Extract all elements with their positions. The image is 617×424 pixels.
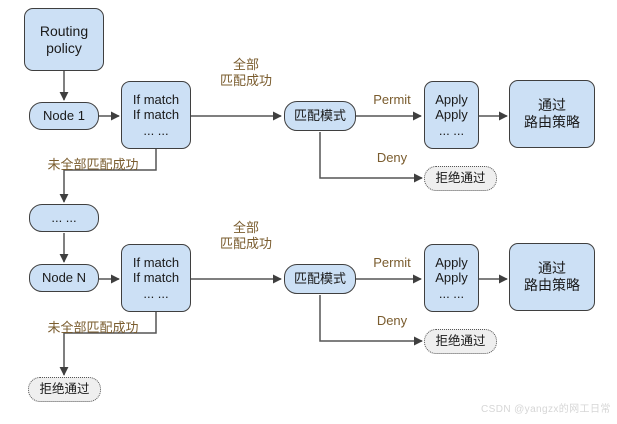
node-routing-policy-line2: policy xyxy=(46,39,82,56)
node-if-match-bottom-line1: If match xyxy=(132,255,180,270)
edge-ifmatch-to-reject-final xyxy=(59,312,157,376)
node-if-match-top-line2: If match xyxy=(132,107,180,123)
node-reject-final[interactable]: 拒绝通过 xyxy=(28,377,101,402)
edge-label-permit-bottom-text: Permit xyxy=(373,255,411,270)
node-if-match-bottom-line3: ... ... xyxy=(143,285,169,301)
node-pass-route-policy-bottom[interactable]: 通过 路由策略 xyxy=(509,243,595,311)
node-ellipsis[interactable]: ... ... xyxy=(29,204,99,232)
node-reject-final-label: 拒绝通过 xyxy=(39,382,90,397)
node-match-mode-top-label: 匹配模式 xyxy=(293,108,346,124)
node-reject-bottom[interactable]: 拒绝通过 xyxy=(424,329,497,354)
node-reject-bottom-label: 拒绝通过 xyxy=(435,334,486,349)
node-apply-bottom-line3: ... ... xyxy=(438,285,465,301)
node-match-mode-bottom[interactable]: 匹配模式 xyxy=(284,264,356,294)
node-if-match-top[interactable]: If match If match ... ... xyxy=(121,81,191,149)
node-pass-route-policy-top-line1: 通过 xyxy=(538,97,566,114)
node-if-match-bottom-line2: If match xyxy=(132,270,180,286)
node-if-match-top-line1: If match xyxy=(132,92,180,107)
node-apply-bottom-line1: Apply xyxy=(435,255,468,270)
edge-label-deny-bottom-text: Deny xyxy=(376,313,408,328)
edge-label-not-all-matched-bottom: 未全部匹配成功 xyxy=(28,320,158,336)
edge-label-deny-top: Deny xyxy=(369,150,415,166)
node-reject-top-label: 拒绝通过 xyxy=(435,171,486,186)
edge-label-all-matched-bottom: 全部 匹配成功 xyxy=(208,220,284,251)
node-apply-top-line3: ... ... xyxy=(438,122,465,138)
node-pass-route-policy-bottom-line2: 路由策略 xyxy=(524,277,580,293)
node-pass-route-policy-top[interactable]: 通过 路由策略 xyxy=(509,80,595,148)
node-apply-bottom[interactable]: Apply Apply ... ... xyxy=(424,244,479,312)
node-routing-policy[interactable]: Routing policy xyxy=(24,8,104,71)
edge-label-all-matched-top-line2: 匹配成功 xyxy=(219,72,272,88)
node-routing-policy-line1: Routing xyxy=(39,22,89,39)
edge-ifmatch-to-ellipsis xyxy=(59,149,157,203)
node-apply-top-line2: Apply xyxy=(435,107,468,123)
edge-label-all-matched-bottom-line2: 匹配成功 xyxy=(219,235,272,251)
node-pass-route-policy-top-line2: 路由策略 xyxy=(524,114,580,130)
node-ellipsis-label: ... ... xyxy=(51,210,77,226)
node-match-mode-bottom-label: 匹配模式 xyxy=(293,271,346,287)
edge-label-permit-bottom: Permit xyxy=(363,255,421,271)
edge-label-not-all-matched-top-text: 未全部匹配成功 xyxy=(47,157,139,172)
node-node-1-label: Node 1 xyxy=(43,108,85,124)
edge-label-all-matched-top-line1: 全部 xyxy=(232,57,259,72)
edge-label-all-matched-top: 全部 匹配成功 xyxy=(208,57,284,88)
edge-label-not-all-matched-bottom-text: 未全部匹配成功 xyxy=(47,320,139,335)
node-match-mode-top[interactable]: 匹配模式 xyxy=(284,101,356,131)
edge-matchmode-to-reject-bottom xyxy=(319,295,423,346)
edge-label-permit-top: Permit xyxy=(363,92,421,108)
node-node-1[interactable]: Node 1 xyxy=(29,102,99,130)
edge-label-deny-bottom: Deny xyxy=(369,313,415,329)
node-node-n[interactable]: Node N xyxy=(29,264,99,292)
node-node-n-label: Node N xyxy=(41,270,87,286)
watermark-credit: CSDN @yangzx的网工日常 xyxy=(481,404,611,415)
node-pass-route-policy-bottom-line1: 通过 xyxy=(538,260,566,277)
node-apply-top-line1: Apply xyxy=(435,92,468,107)
edge-label-all-matched-bottom-line1: 全部 xyxy=(232,220,259,235)
edge-label-not-all-matched-top: 未全部匹配成功 xyxy=(28,157,158,173)
node-apply-top[interactable]: Apply Apply ... ... xyxy=(424,81,479,149)
edge-label-deny-top-text: Deny xyxy=(376,150,408,165)
node-if-match-bottom[interactable]: If match If match ... ... xyxy=(121,244,191,312)
edge-matchmode-to-reject-top xyxy=(319,132,423,183)
node-apply-bottom-line2: Apply xyxy=(435,270,468,286)
edge-label-permit-top-text: Permit xyxy=(373,92,411,107)
node-reject-top[interactable]: 拒绝通过 xyxy=(424,166,497,191)
node-if-match-top-line3: ... ... xyxy=(143,122,169,138)
